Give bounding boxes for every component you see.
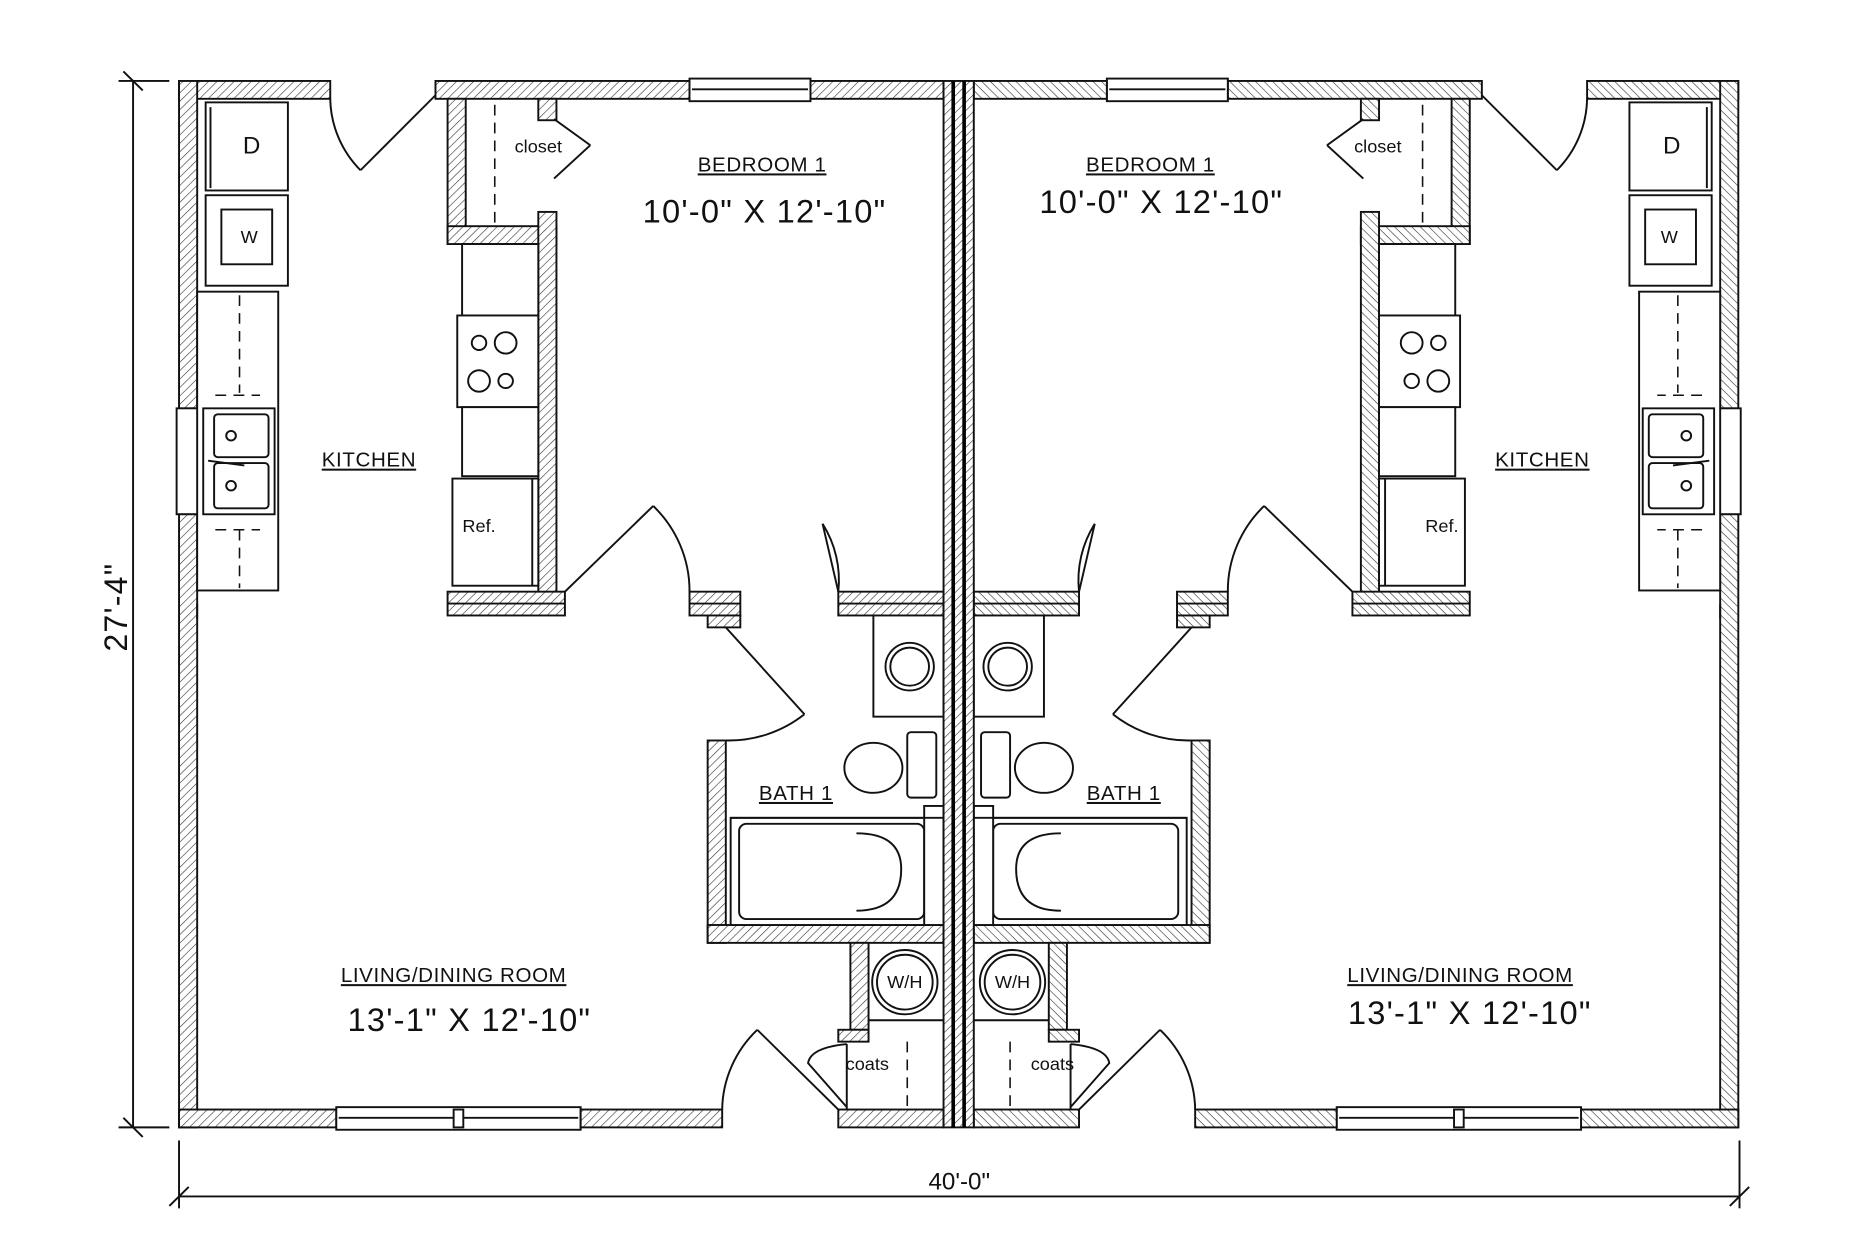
fridge-label: Ref.	[462, 516, 495, 536]
kitchen-label: KITCHEN	[1495, 450, 1589, 472]
living-dims: 13'-1" X 12'-10"	[1348, 995, 1592, 1031]
party-wall	[942, 80, 975, 1129]
water-heater-label: W/H	[995, 972, 1030, 992]
depth-label: 27'-4"	[98, 563, 134, 652]
width-dimension: 40'-0"	[168, 1140, 1750, 1209]
bedroom-label: BEDROOM 1	[698, 155, 827, 177]
coats-label: coats	[846, 1054, 889, 1074]
water-heater-label: W/H	[887, 972, 922, 992]
living-label: LIVING/DINING ROOM	[1347, 965, 1573, 987]
fridge-label: Ref.	[1425, 516, 1458, 536]
bath-label: BATH 1	[1087, 783, 1161, 805]
closet-label: closet	[515, 137, 562, 157]
washer-label: W	[1661, 227, 1678, 247]
closet-label: closet	[1354, 137, 1401, 157]
left-unit-labels: closet BEDROOM 1 10'-0" X 12'-10" KITCHE…	[241, 133, 923, 1074]
washer-label: W	[241, 227, 258, 247]
bath-label: BATH 1	[759, 783, 833, 805]
dryer-label: D	[243, 133, 260, 160]
dryer-label: D	[1663, 133, 1680, 160]
coats-label: coats	[1031, 1054, 1074, 1074]
bedroom-dims: 10'-0" X 12'-10"	[1039, 184, 1283, 220]
bedroom-label: BEDROOM 1	[1086, 155, 1215, 177]
depth-dimension: 27'-4"	[98, 70, 170, 1138]
width-label: 40'-0"	[928, 1168, 990, 1195]
right-unit-labels: closet BEDROOM 1 10'-0" X 12'-10" KITCHE…	[995, 133, 1681, 1074]
living-dims: 13'-1" X 12'-10"	[347, 1002, 591, 1038]
kitchen-label: KITCHEN	[322, 450, 416, 472]
bedroom-dims: 10'-0" X 12'-10"	[643, 194, 887, 230]
living-label: LIVING/DINING ROOM	[341, 965, 567, 987]
